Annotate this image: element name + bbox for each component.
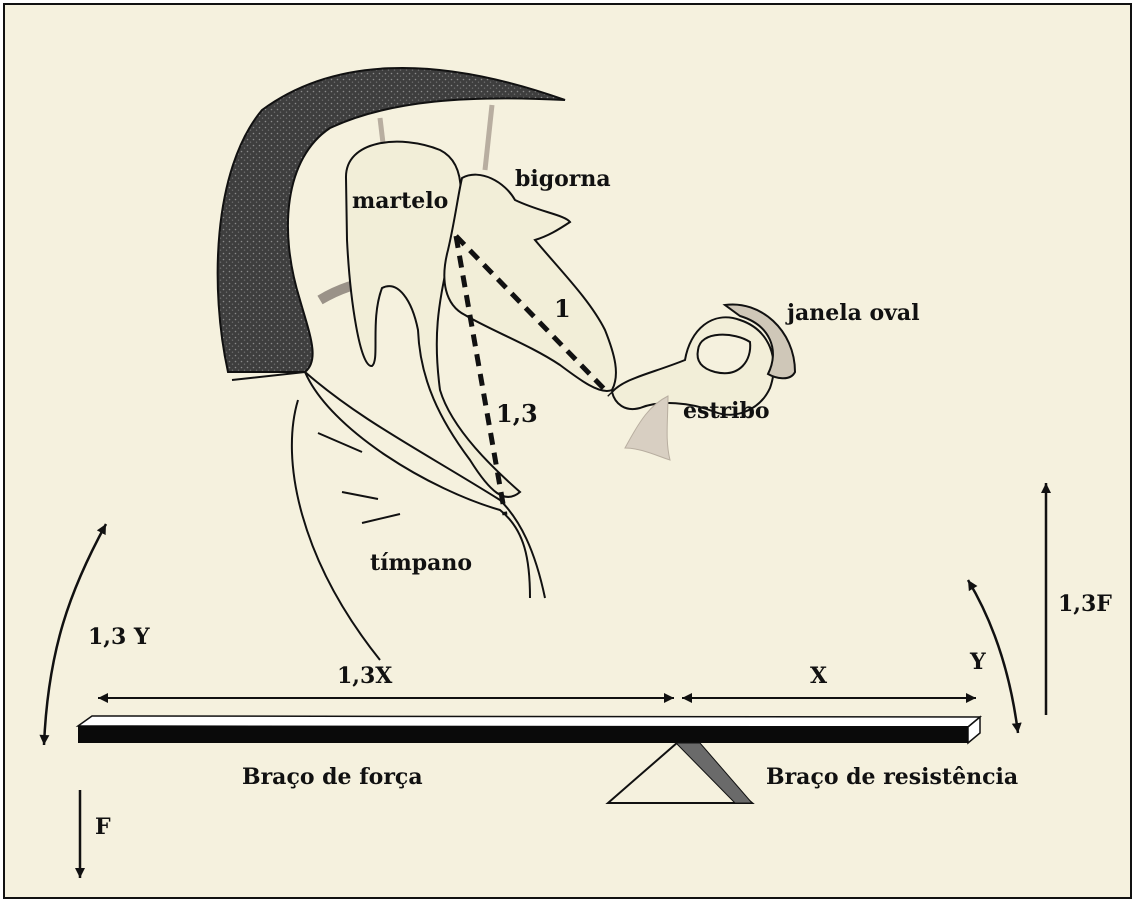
ear-anatomy: [218, 68, 795, 660]
label-input-force: F: [95, 814, 111, 840]
label-arm-malleus: 1,3: [496, 399, 538, 428]
canal-floor: [292, 400, 380, 660]
label-right-displacement: Y: [969, 649, 986, 675]
label-timpano: tímpano: [370, 550, 472, 576]
label-force-arm: Braço de força: [242, 764, 423, 790]
label-martelo: martelo: [352, 188, 448, 214]
label-output-force: 1,3F: [1058, 591, 1112, 617]
hatch-2: [342, 492, 378, 499]
hatch-1: [318, 433, 362, 452]
label-force-arm-length: 1,3X: [337, 663, 393, 689]
label-left-displacement: 1,3 Y: [88, 624, 150, 650]
label-janela-oval: janela oval: [785, 300, 920, 326]
stapes-window: [698, 335, 751, 374]
label-estribo: estribo: [683, 398, 770, 424]
ligament-b: [485, 105, 492, 170]
label-arm-incus: 1: [554, 294, 571, 323]
incus-bone: [444, 175, 616, 391]
label-bigorna: bigorna: [515, 166, 611, 192]
lever-bar: [78, 726, 968, 743]
lever-bar-top: [78, 716, 980, 727]
hatch-3: [362, 514, 400, 523]
label-resistance-arm: Braço de resistência: [766, 764, 1018, 790]
label-resistance-arm-length: X: [810, 663, 828, 689]
lever-mechanism: [44, 483, 1046, 878]
